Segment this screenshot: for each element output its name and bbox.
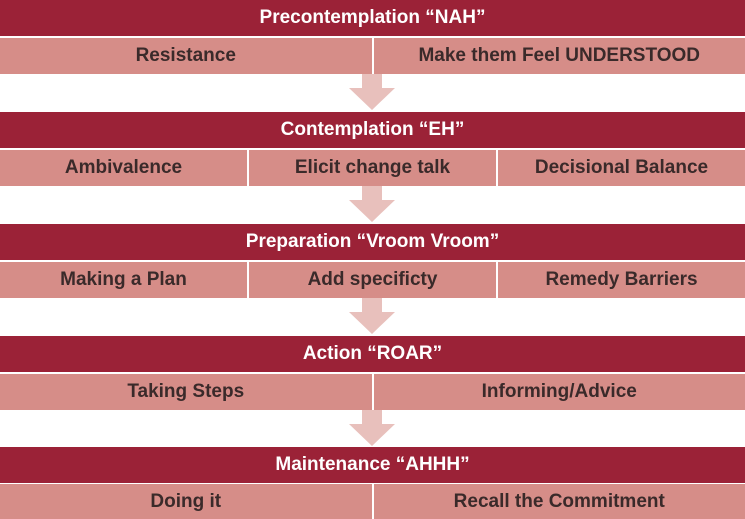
stage-header: Preparation “Vroom Vroom”: [0, 224, 745, 260]
stage-title: Action “ROAR”: [302, 343, 443, 364]
stage-item: Informing/Advice: [481, 381, 637, 402]
stage-header: Action “ROAR”: [0, 336, 745, 372]
stage-item: Remedy Barriers: [545, 269, 698, 290]
stage-item: Taking Steps: [0, 374, 374, 410]
stage-title: Preparation “Vroom Vroom”: [245, 231, 500, 252]
stage-item: Doing it: [0, 484, 374, 519]
down-arrow-icon: [349, 298, 395, 334]
stage-item: Resistance: [0, 38, 374, 74]
down-arrow-icon: [349, 74, 395, 110]
stage-items-row: Resistance Make them Feel UNDERSTOOD: [0, 38, 745, 74]
stage-item: Ambivalence: [0, 150, 249, 186]
stage-item: Make them Feel UNDERSTOOD: [418, 45, 701, 66]
stage-items-row: Doing it Recall the Commitment: [0, 484, 745, 519]
down-arrow-icon: [349, 186, 395, 222]
stage-item: Recall the Commitment: [453, 490, 665, 512]
stage-header: Precontemplation “NAH”: [0, 0, 745, 36]
stage-title: Maintenance “AHHH”: [275, 454, 470, 475]
stage-items-row: Taking Steps Informing/Advice: [0, 374, 745, 410]
stage-items-row: Making a Plan Add specificty Remedy Barr…: [0, 262, 745, 298]
down-arrow-icon: [349, 410, 395, 446]
stage-item: Making a Plan: [0, 262, 249, 298]
stage-title: Precontemplation “NAH”: [259, 7, 486, 28]
stage-item: Add specificty: [249, 262, 498, 298]
stage-title: Contemplation “EH”: [280, 119, 465, 140]
stage-item: Decisional Balance: [534, 157, 709, 178]
stage-items-row: Ambivalence Elicit change talk Decisiona…: [0, 150, 745, 186]
stage-header: Maintenance “AHHH”: [0, 447, 745, 483]
stage-item: Elicit change talk: [249, 150, 498, 186]
stage-header: Contemplation “EH”: [0, 112, 745, 148]
